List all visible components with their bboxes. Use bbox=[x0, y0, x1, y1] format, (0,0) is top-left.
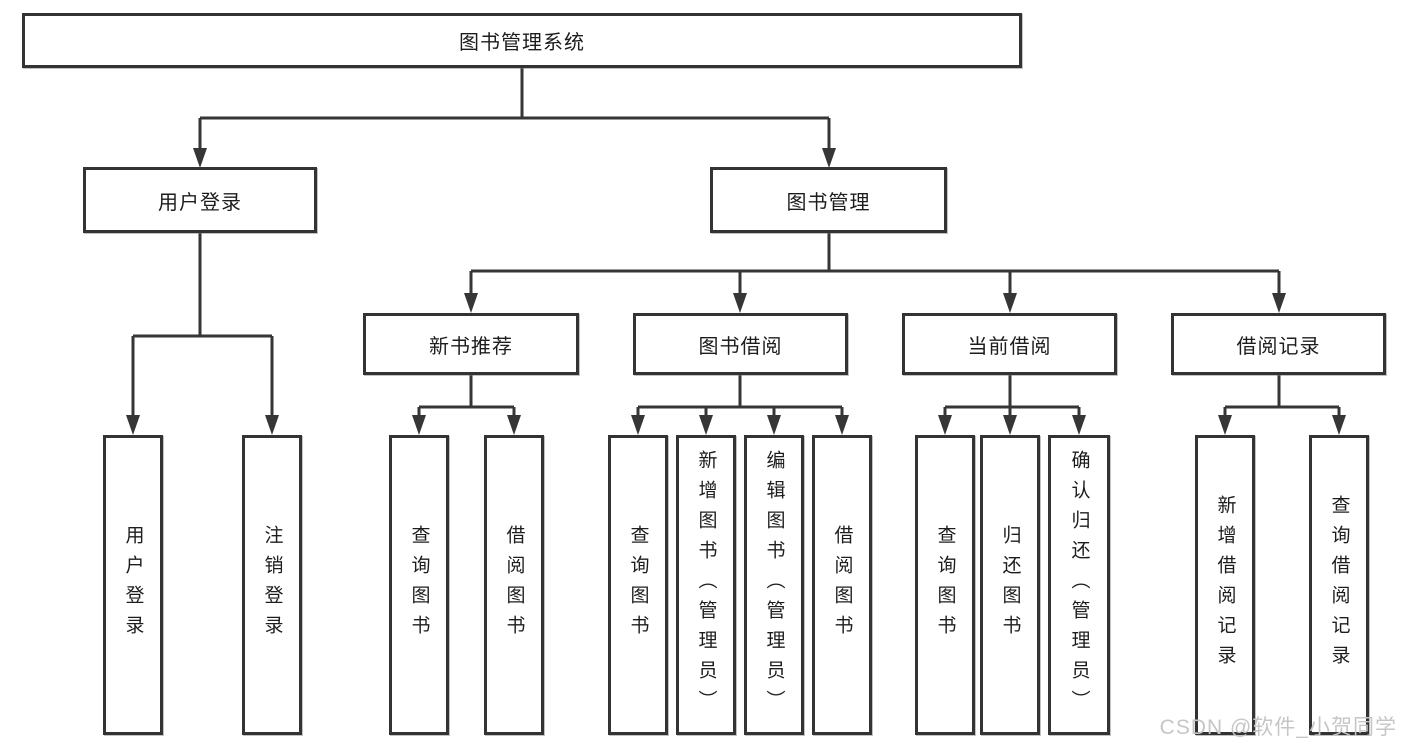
leaf-return-books: 归还图书 bbox=[980, 435, 1040, 735]
node-book-borrow: 图书借阅 bbox=[633, 313, 848, 375]
leaf-logout: 注销登录 bbox=[242, 435, 302, 735]
node-user-login: 用户登录 bbox=[83, 167, 317, 233]
leaf-query-books-2: 查询图书 bbox=[608, 435, 668, 735]
leaf-add-borrow-record: 新增借阅记录 bbox=[1195, 435, 1255, 735]
leaf-confirm-return-admin: 确认归还（管理员） bbox=[1048, 435, 1110, 735]
leaf-add-books-admin: 新增图书（管理员） bbox=[676, 435, 736, 735]
csdn-watermark: CSDN @软件_小贺同学 bbox=[1159, 716, 1397, 739]
leaf-query-books-3: 查询图书 bbox=[915, 435, 975, 735]
leaf-borrow-books-1: 借阅图书 bbox=[484, 435, 544, 735]
node-borrow-records: 借阅记录 bbox=[1171, 313, 1386, 375]
node-root-library-system: 图书管理系统 bbox=[22, 13, 1022, 68]
node-new-book-recommend: 新书推荐 bbox=[363, 313, 579, 375]
leaf-edit-books-admin: 编辑图书（管理员） bbox=[744, 435, 804, 735]
leaf-borrow-books-2: 借阅图书 bbox=[812, 435, 872, 735]
leaf-user-login: 用户登录 bbox=[103, 435, 163, 735]
node-book-management: 图书管理 bbox=[710, 167, 947, 233]
node-current-borrow: 当前借阅 bbox=[902, 313, 1117, 375]
leaf-query-books-1: 查询图书 bbox=[389, 435, 449, 735]
leaf-query-borrow-record: 查询借阅记录 bbox=[1309, 435, 1369, 735]
